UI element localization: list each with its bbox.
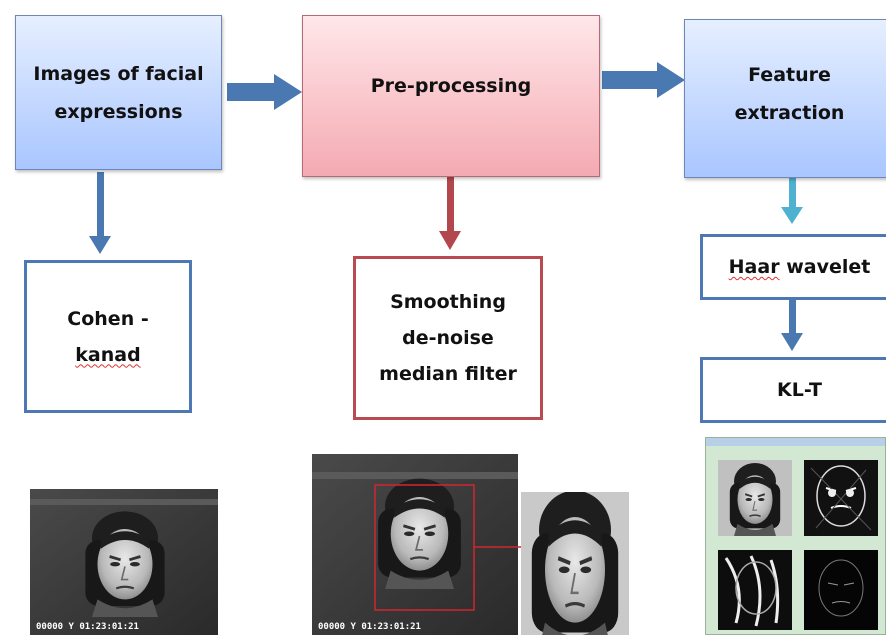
wavelet-detail-image-3 [804,550,878,630]
detected-face-photo: 00000 Y 01:23:01:21 [312,454,518,635]
arrow-input-to-preprocess [227,74,302,110]
input-images-box: Images of facial expressions [15,15,222,170]
haar-word: Haar [728,256,780,278]
klt-label: KL-T [777,379,822,401]
input-images-line1: Images of facial [33,62,204,85]
feature-extraction-line2: extraction [734,101,845,124]
smoothing-line3: median filter [379,363,517,385]
cropped-face-photo [521,492,629,635]
cohen-kanade-box: Cohen - kanad [24,260,192,413]
feature-extraction-box: Feature extraction [684,19,886,178]
cohen-kanade-line2: kanad [75,343,141,366]
wavelet-detail-image-1 [804,460,878,536]
detected-photo-timestamp: 00000 Y 01:23:01:21 [318,622,421,632]
smoothing-line2: de-noise [402,327,494,349]
arrow-input-to-dataset [89,172,111,254]
smoothing-box: Smoothing de-noise median filter [353,256,543,420]
preprocessing-label: Pre-processing [370,75,532,97]
original-photo-timestamp: 00000 Y 01:23:01:21 [36,622,139,632]
input-images-line2: expressions [54,100,183,123]
arrow-preprocess-to-feature [602,62,685,98]
cohen-kanade-line1: Cohen - [67,307,149,330]
arrow-feature-to-haar [781,178,803,224]
wavelet-feature-panel [705,437,886,635]
haar-wavelet-label: Haar wavelet [729,252,871,282]
feature-extraction-line1: Feature [748,63,831,86]
wavelet-word: wavelet [786,256,871,278]
wavelet-detail-image-2 [718,550,792,630]
smoothing-line1: Smoothing [390,291,506,313]
arrow-haar-to-klt [781,300,803,351]
preprocessing-box: Pre-processing [302,15,600,177]
haar-wavelet-box: Haar wavelet [700,234,886,300]
arrow-preprocess-to-smoothing [439,177,461,250]
klt-box: KL-T [700,357,886,423]
original-face-photo: 00000 Y 01:23:01:21 [30,489,218,635]
wavelet-approx-image [718,460,792,537]
